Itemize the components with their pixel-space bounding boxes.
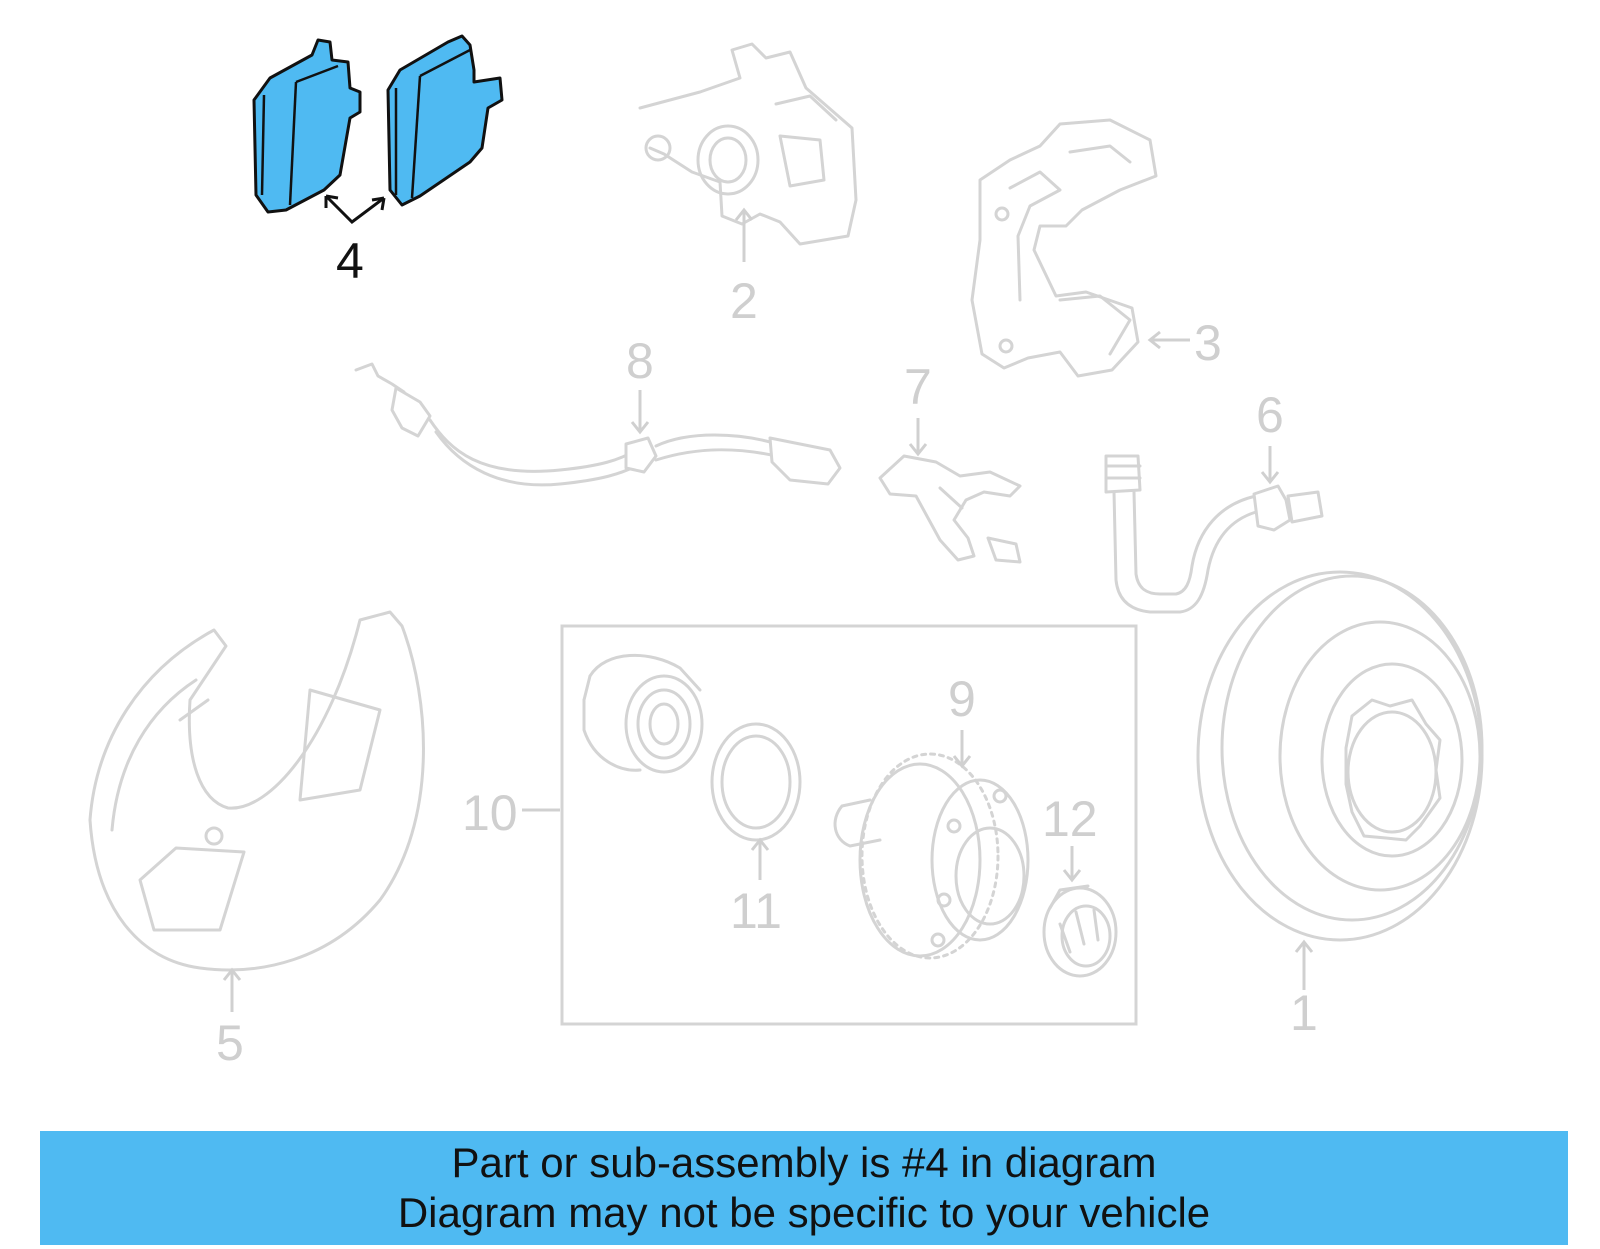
callout-5: 5 (216, 1015, 244, 1071)
parts-diagram: 4 2 3 8 7 (88, 34, 1484, 1071)
abs-sensor-part-7[interactable] (878, 454, 1022, 564)
snap-ring-part-11[interactable] (710, 722, 802, 842)
wheel-hub-part-9[interactable] (833, 752, 1030, 960)
dust-shield-part-5[interactable] (88, 610, 425, 972)
callout-12: 12 (1042, 791, 1098, 847)
callout-8: 8 (626, 333, 654, 389)
info-banner: Part or sub-assembly is #4 in diagram Di… (40, 1131, 1568, 1245)
callout-6: 6 (1256, 387, 1284, 443)
brake-rotor-part-1[interactable] (1196, 570, 1484, 942)
brake-pads-part-4[interactable] (252, 34, 504, 224)
wear-sensor-part-8[interactable] (354, 362, 842, 487)
callout-11: 11 (730, 883, 782, 939)
caliper-part-3[interactable] (970, 118, 1158, 378)
callout-10: 10 (462, 785, 518, 841)
callout-2: 2 (730, 273, 758, 329)
axle-nut-part-12[interactable] (1042, 884, 1118, 978)
banner-line-disclaimer: Diagram may not be specific to your vehi… (397, 1189, 1211, 1236)
wheel-bearing[interactable] (582, 653, 704, 774)
hub-assembly-box-part-10[interactable] (560, 624, 1138, 1026)
callout-1: 1 (1290, 985, 1318, 1041)
brake-hose-part-6[interactable] (1104, 454, 1324, 614)
callout-3: 3 (1194, 315, 1222, 371)
callout-4: 4 (336, 233, 364, 289)
steering-knuckle-part-2[interactable] (638, 42, 858, 246)
callout-9: 9 (948, 671, 976, 727)
callout-7: 7 (904, 359, 932, 415)
banner-line-part-reference: Part or sub-assembly is #4 in diagram (451, 1139, 1157, 1186)
